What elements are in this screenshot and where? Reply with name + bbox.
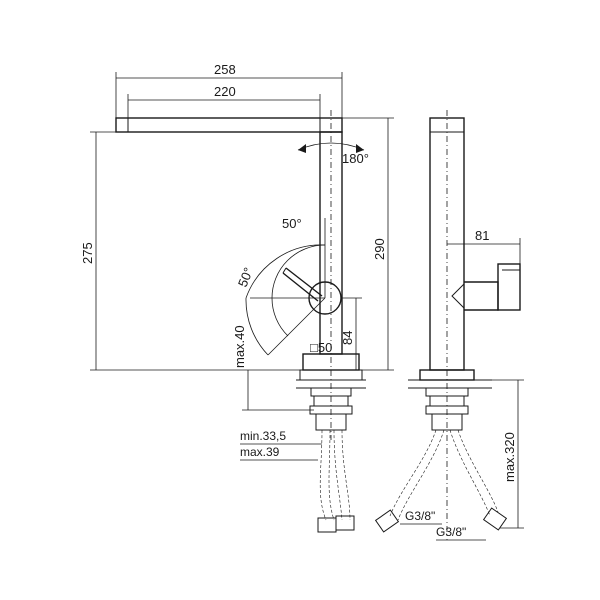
hose-fitting-left bbox=[317, 517, 337, 533]
angle-arc-outer-lower bbox=[245, 297, 269, 356]
hose-left-b bbox=[328, 429, 335, 521]
rotation-arrow-left bbox=[298, 144, 306, 153]
side-fitting-right bbox=[482, 507, 508, 531]
thread-label-2: G3/8" bbox=[436, 525, 466, 539]
side-hose-left-a bbox=[389, 429, 437, 517]
angle-ref-diagonal bbox=[267, 297, 326, 356]
side-hose-right-a bbox=[449, 429, 491, 517]
lever-arm-end bbox=[282, 267, 287, 274]
dim-220-label: 220 bbox=[214, 84, 236, 99]
rotation-arc bbox=[297, 142, 365, 151]
spout-arm bbox=[115, 117, 343, 133]
dim-81-label: 81 bbox=[475, 228, 489, 243]
angle-arc-outer bbox=[245, 244, 326, 299]
side-hose-right-b bbox=[457, 429, 499, 513]
dim-min33-label: min.33,5 bbox=[240, 429, 286, 443]
dim-max39-label: max.39 bbox=[240, 445, 280, 459]
angle-label-lower: 50° bbox=[235, 265, 256, 289]
side-hose-left-b bbox=[397, 429, 445, 521]
dim-max40-label: max.40 bbox=[232, 325, 247, 368]
hose-fitting-right bbox=[335, 515, 355, 531]
angle-label-upper: 50° bbox=[282, 216, 302, 231]
dim-258-label: 258 bbox=[214, 62, 236, 77]
side-lever-handle bbox=[497, 263, 521, 311]
hose-right-a bbox=[333, 429, 343, 521]
angle-arc-upper bbox=[271, 244, 326, 299]
square-50-label: □50 bbox=[310, 340, 332, 355]
side-lever-block bbox=[464, 281, 499, 311]
thread-label-1: G3/8" bbox=[405, 509, 435, 523]
side-shank-bottom bbox=[431, 413, 463, 431]
hose-left-a bbox=[319, 429, 327, 521]
dim-84-label: 84 bbox=[340, 331, 355, 345]
side-fitting-left bbox=[374, 509, 400, 533]
side-view: 81 G3/8" G3/8" max.320 bbox=[374, 110, 524, 541]
dim-max320-label: max.320 bbox=[502, 432, 517, 482]
rotation-label: 180° bbox=[342, 151, 369, 166]
dim-290-label: 290 bbox=[372, 238, 387, 260]
lever-arm-top bbox=[285, 267, 323, 297]
rotation-arrow-right bbox=[356, 144, 364, 153]
shank-bottom bbox=[315, 413, 347, 431]
lever-arm-bottom bbox=[282, 272, 319, 302]
side-lever-nose bbox=[451, 282, 465, 310]
front-view: 50° 50° 180° 258 220 bbox=[80, 62, 394, 533]
dim-275-label: 275 bbox=[80, 242, 95, 264]
angle-arc-lower-inner bbox=[271, 297, 289, 337]
hose-right-b bbox=[341, 429, 351, 521]
